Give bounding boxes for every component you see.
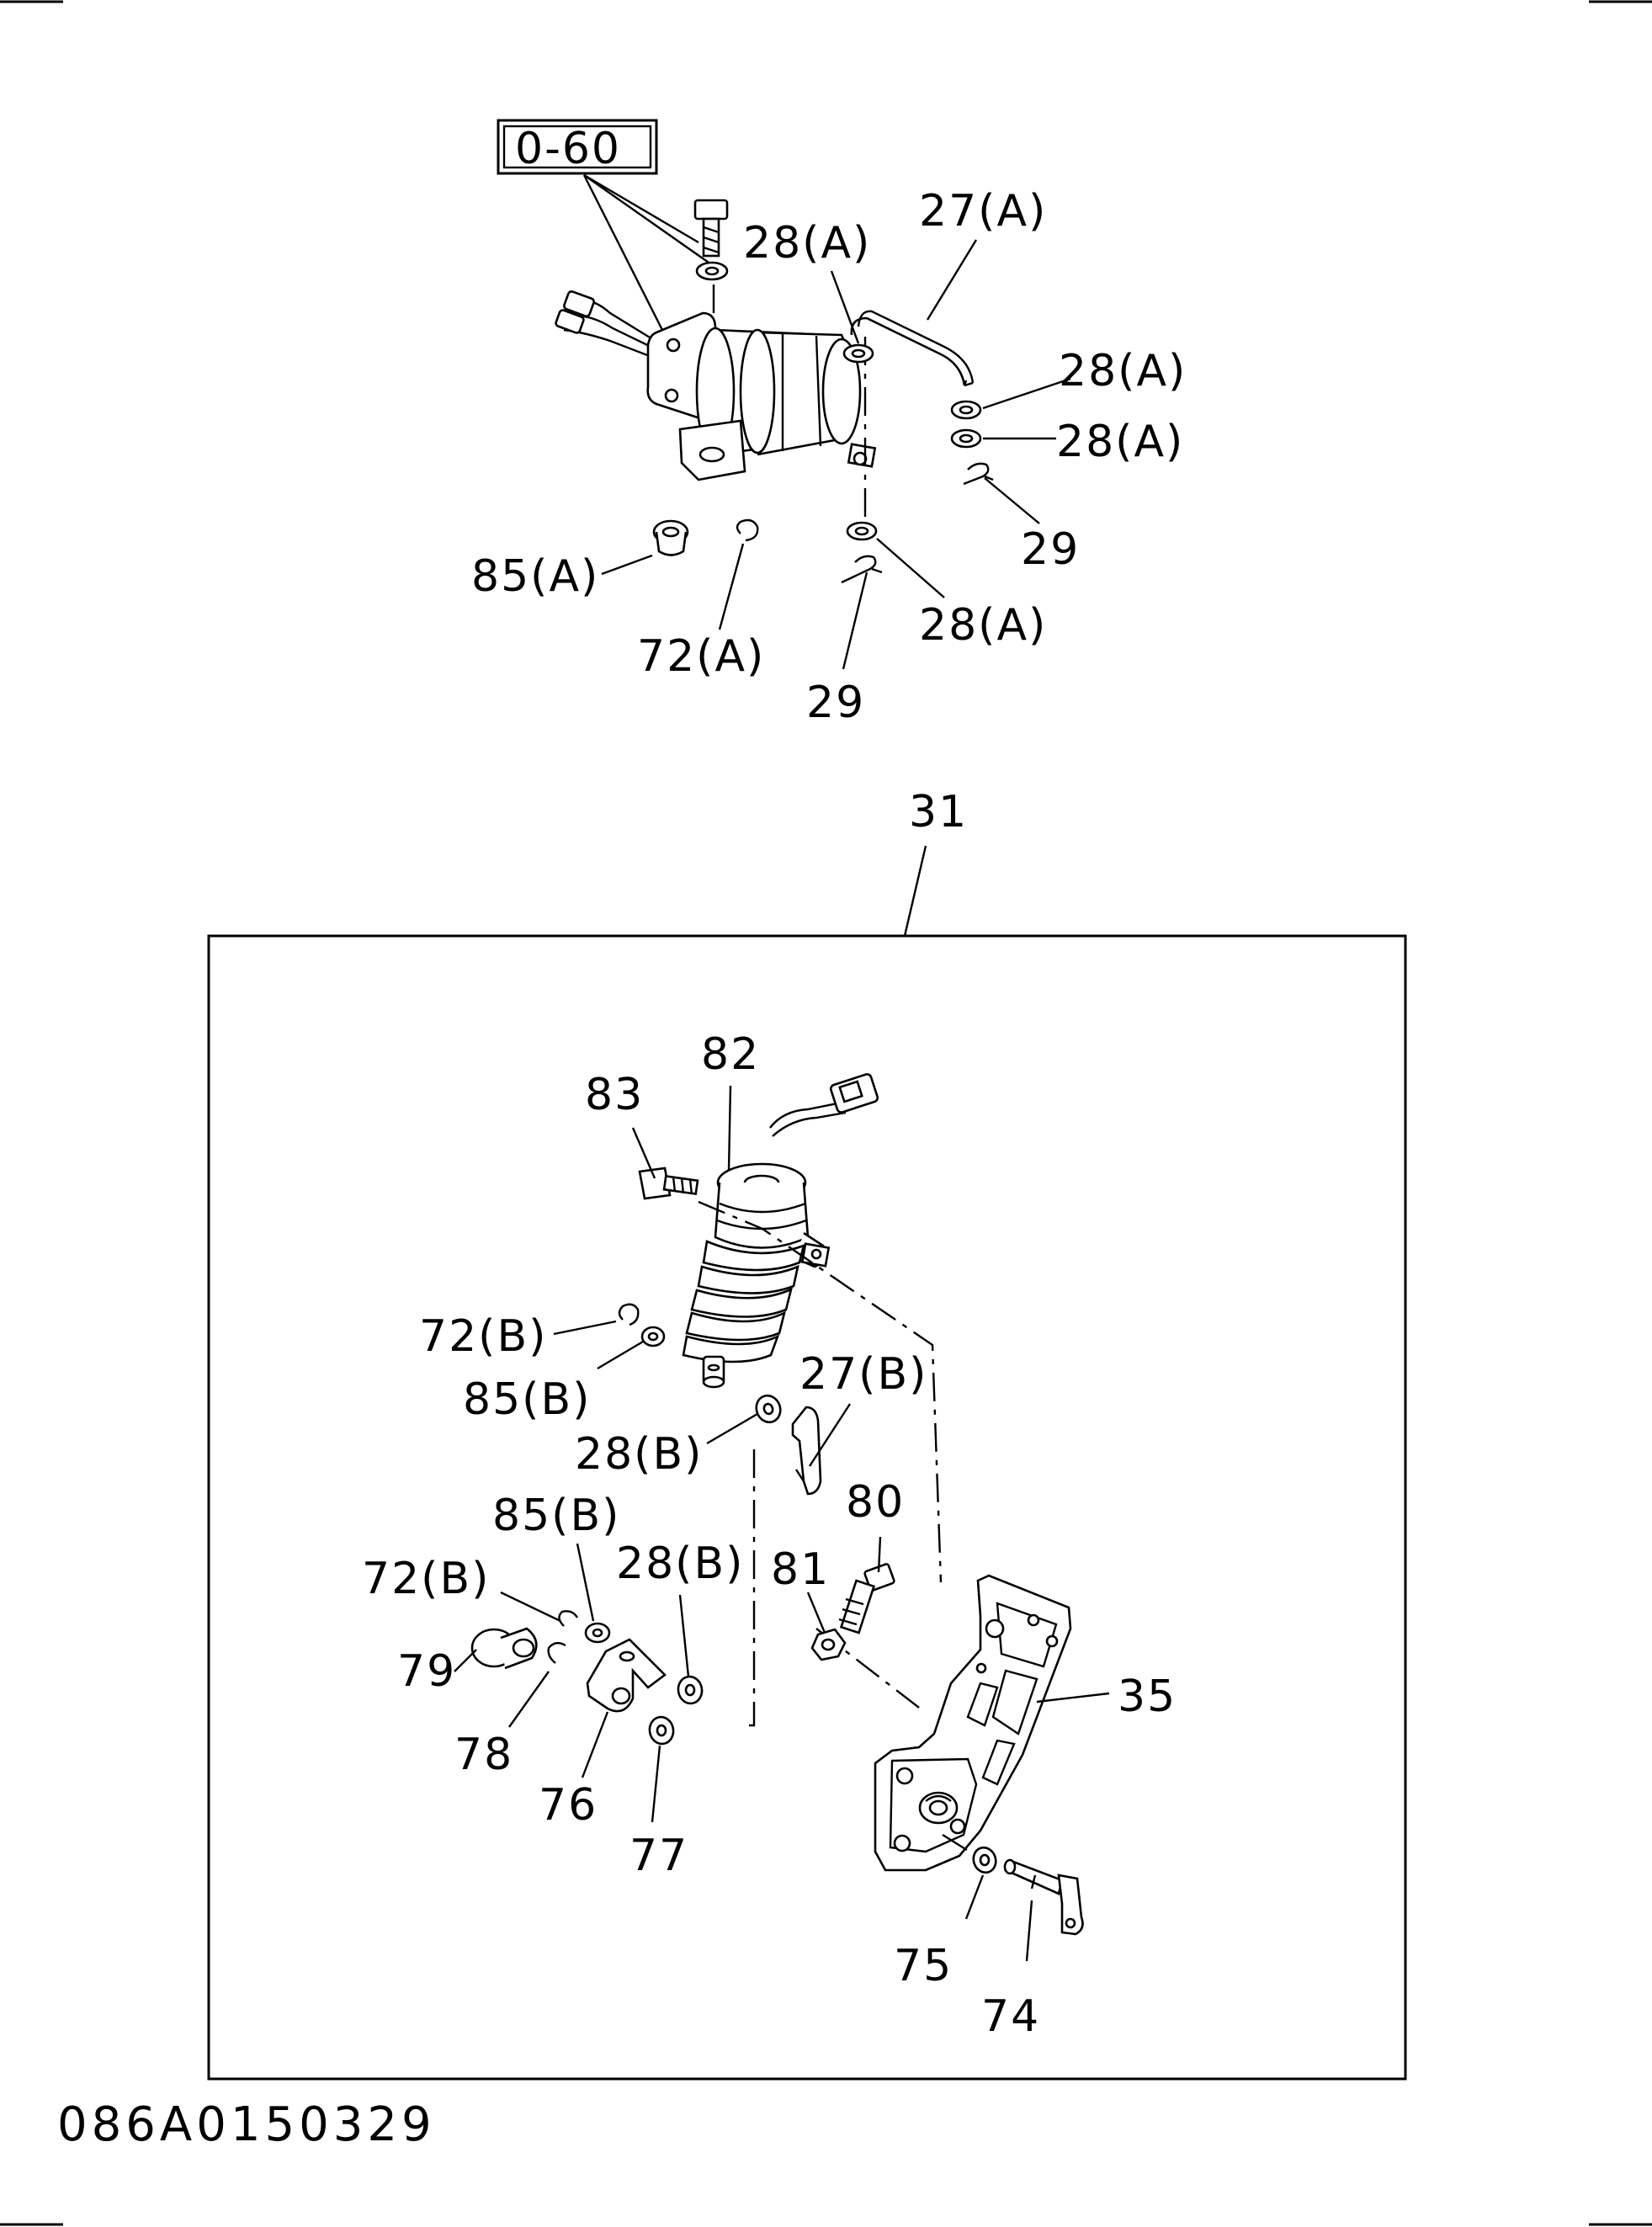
stop-motor-solenoid	[555, 290, 877, 481]
leader-31	[903, 845, 927, 937]
label-72b-2: 72(B)	[362, 1554, 490, 1604]
pedal-bracket-35	[874, 1574, 1072, 1872]
drawing-number: 086A0150329	[57, 2097, 436, 2152]
reference-box-label: 0-60	[515, 124, 621, 174]
label-77: 77	[629, 1831, 688, 1881]
label-75: 75	[894, 1941, 953, 1991]
label-31: 31	[909, 787, 968, 837]
bolt-83	[638, 1167, 699, 1200]
label-81: 81	[771, 1544, 830, 1595]
label-85a: 85(A)	[471, 551, 599, 602]
label-28a-1: 28(A)	[743, 218, 871, 268]
label-72b-1: 72(B)	[419, 1311, 547, 1362]
bottom-callouts: 82 83 72(B) 85(B) 27(B) 28(B) 85(B) 72(B…	[362, 1029, 1177, 2042]
shaft-74-washer-75	[942, 1833, 1084, 1936]
label-85b-2: 85(B)	[492, 1491, 620, 1541]
lower-linkage	[470, 1610, 704, 1746]
top-callouts: 27(A) 28(A) 28(A) 28(A) 29 28(A) 29 85(A…	[471, 186, 1187, 728]
label-29-2: 29	[806, 678, 865, 728]
label-28b-1: 28(B)	[575, 1429, 703, 1480]
label-28a-2: 28(A)	[1059, 346, 1187, 396]
label-28a-3: 28(A)	[1056, 417, 1184, 467]
label-79: 79	[397, 1646, 456, 1697]
top-washers	[652, 343, 994, 584]
label-80: 80	[846, 1477, 905, 1528]
label-27b: 27(B)	[799, 1349, 927, 1400]
bolt-80-nut-81	[810, 1563, 895, 1661]
label-35: 35	[1118, 1672, 1177, 1722]
label-28b-2: 28(B)	[616, 1539, 744, 1589]
label-85b-1: 85(B)	[463, 1374, 591, 1425]
actuator-82	[682, 1073, 879, 1389]
bottom-leaders	[454, 1085, 1110, 1962]
label-78: 78	[454, 1730, 513, 1780]
label-76: 76	[539, 1780, 598, 1831]
upper-clips	[618, 1303, 666, 1347]
label-28a-4: 28(A)	[919, 600, 1047, 651]
label-83: 83	[585, 1070, 644, 1120]
label-27a: 27(A)	[919, 186, 1047, 237]
rod-27a	[850, 310, 975, 530]
label-72a: 72(A)	[637, 631, 765, 682]
reference-box: 0-60	[497, 119, 658, 175]
reference-leaders	[582, 173, 712, 336]
upper-washer-and-clip	[755, 1394, 822, 1496]
label-74: 74	[981, 1991, 1040, 2042]
top-leaders	[601, 239, 1071, 670]
assembly-31-frame	[207, 934, 1407, 2081]
label-82: 82	[701, 1029, 760, 1080]
label-29-1: 29	[1021, 524, 1080, 575]
